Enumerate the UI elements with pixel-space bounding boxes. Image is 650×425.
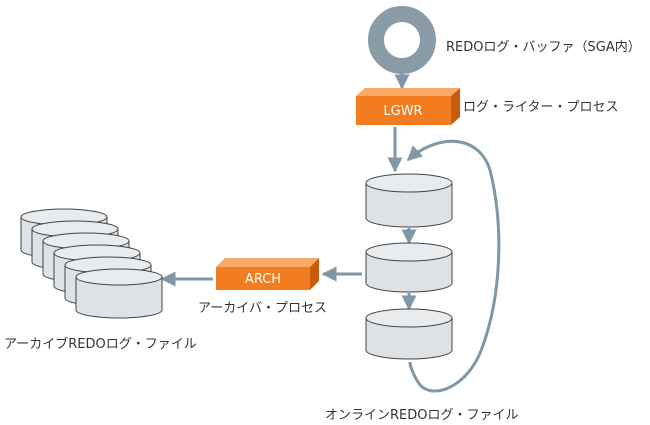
archived-redo-log-6: [75, 268, 163, 319]
redo-log-buffer-ring: [368, 6, 436, 74]
online-redo-log-1: [365, 173, 453, 228]
archiver-process-label: アーカイバ・プロセス: [198, 301, 327, 316]
log-writer-process-label: ログ・ライター・プロセス: [463, 100, 619, 115]
lgwr-process-box: LGWR: [356, 88, 460, 125]
arch-process-box: ARCH: [216, 258, 319, 290]
archived-redo-log-stack: [20, 208, 163, 319]
arch-label: ARCH: [245, 272, 281, 287]
log-switch-cycle-loop: [406, 139, 501, 393]
online-redo-log-files-label: オンラインREDOログ・ファイル: [325, 408, 519, 423]
redo-log-buffer-label: REDOログ・バッファ（SGA内）: [446, 40, 641, 55]
lgwr-label: LGWR: [383, 104, 422, 119]
archived-redo-log-files-label: アーカイブREDOログ・ファイル: [4, 337, 197, 352]
online-redo-log-2: [365, 242, 453, 293]
online-redo-log-3: [365, 308, 453, 360]
